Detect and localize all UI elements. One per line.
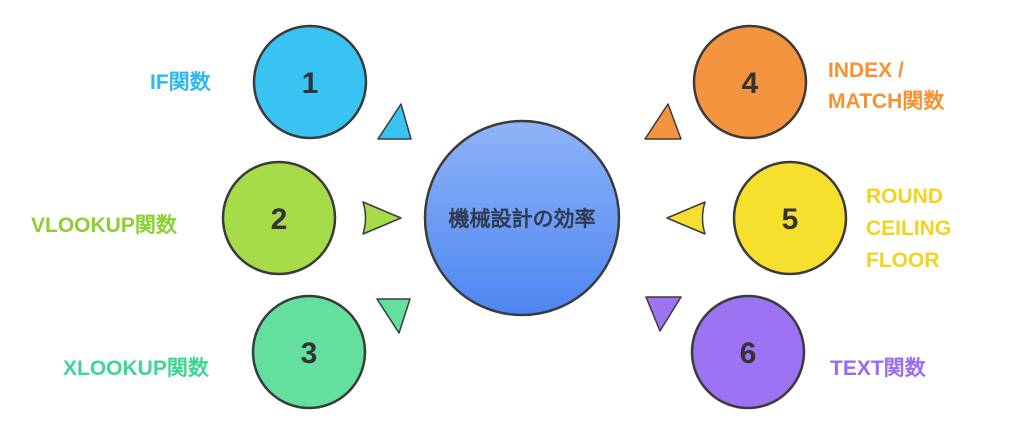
center-hub: 機械設計の効率 (423, 119, 621, 317)
node-6: 6 (645, 294, 806, 410)
node-1-pointer (377, 103, 412, 140)
node-4-pointer (644, 103, 682, 140)
node-1-label: IF関数 (150, 71, 211, 94)
node-2-label: VLOOKUP関数 (31, 214, 177, 237)
node-5-number: 5 (782, 203, 799, 236)
node-4-label-line-1: INDEX / (828, 59, 904, 82)
node-3: 3 (251, 294, 411, 410)
node-5-label-line-1: ROUND (866, 185, 943, 208)
node-4-label-line-2: MATCH関数 (828, 90, 945, 113)
node-2-number: 2 (271, 203, 288, 236)
center-label: 機械設計の効率 (449, 207, 596, 231)
node-1: 1 (252, 24, 412, 140)
node-3-pointer (376, 298, 411, 334)
node-2-pointer (362, 201, 402, 235)
node-3-circle (251, 294, 367, 410)
node-5-pointer (666, 201, 706, 235)
node-1-number: 1 (302, 67, 319, 100)
node-4: 4 (644, 24, 808, 140)
node-6-pointer (645, 296, 682, 332)
node-5: 5 (666, 160, 848, 276)
node-5-label-line-2: CEILING (866, 217, 952, 240)
node-6-circle (690, 294, 806, 410)
node-3-number: 3 (301, 337, 318, 370)
node-2: 2 (221, 160, 402, 276)
node-4-circle (692, 24, 808, 140)
node-6-label: TEXT関数 (830, 357, 926, 380)
node-2-circle (221, 160, 337, 276)
node-1-circle (252, 24, 368, 140)
node-5-circle (732, 160, 848, 276)
node-4-number: 4 (742, 67, 759, 100)
node-5-label: ROUND CEILING FLOOR (866, 181, 951, 277)
node-3-label: XLOOKUP関数 (63, 357, 209, 380)
node-4-label: INDEX / MATCH関数 (828, 55, 944, 117)
node-5-label-line-3: FLOOR (866, 249, 940, 272)
node-6-number: 6 (740, 337, 757, 370)
